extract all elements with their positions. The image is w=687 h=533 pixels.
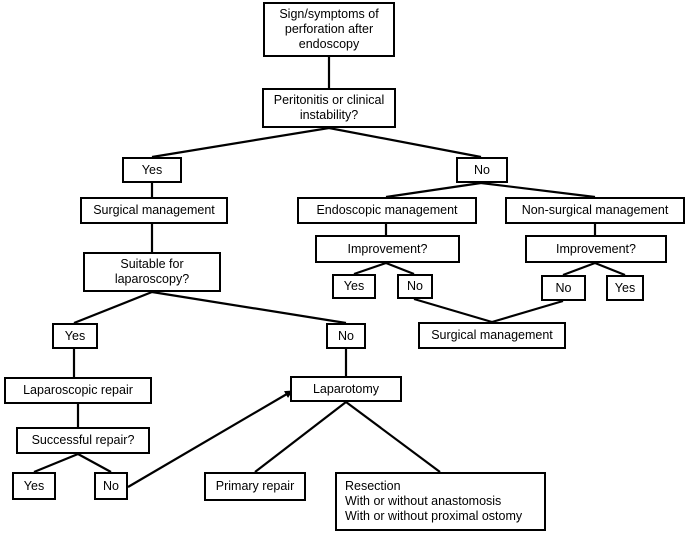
edge-no-to-endoscopic: [385, 181, 482, 199]
edge-no-success-to-laparotomy: [127, 390, 293, 488]
edge-peritonitis-to-yes: [151, 126, 330, 159]
node-primary-repair: Primary repair: [204, 472, 306, 501]
node-yes-non-surgical: Yes: [606, 275, 644, 301]
edge-no-endo-to-surgical-2: [413, 297, 493, 324]
node-successful-repair: Successful repair?: [16, 427, 150, 454]
edge-improvement-endo-to-yes: [353, 261, 387, 276]
edge-laparotomy-to-primary-repair: [254, 401, 347, 473]
edge-laparotomy-to-resection: [345, 401, 441, 473]
node-yes-laparoscopy: Yes: [52, 323, 98, 349]
edge-improvement-nonsurg-to-no: [562, 261, 596, 277]
edge-improvement-endo-to-no: [385, 261, 415, 276]
node-laparoscopic-repair: Laparoscopic repair: [4, 377, 152, 404]
edge-successful-to-yes: [33, 452, 79, 474]
node-improvement-non-surgical: Improvement?: [525, 235, 667, 263]
edge-suitable-to-yes: [73, 290, 153, 325]
node-non-surgical-management: Non-surgical management: [505, 197, 685, 224]
node-no-non-surgical: No: [541, 275, 586, 301]
node-peritonitis-question: Peritonitis or clinical instability?: [262, 88, 396, 128]
edge-no-to-nonsurgical: [480, 181, 596, 199]
node-no-successful: No: [94, 472, 128, 500]
node-surgical-management: Surgical management: [80, 197, 228, 224]
node-yes-successful: Yes: [12, 472, 56, 500]
node-start: Sign/symptoms of perforation after endos…: [263, 2, 395, 57]
edge-no-nonsurg-to-surgical-2: [491, 299, 564, 324]
edge-suitable-to-no: [151, 290, 347, 325]
node-yes-endoscopic: Yes: [332, 274, 376, 299]
node-laparotomy: Laparotomy: [290, 376, 402, 402]
edge-peritonitis-to-no: [328, 126, 482, 159]
node-endoscopic-management: Endoscopic management: [297, 197, 477, 224]
node-improvement-endoscopic: Improvement?: [315, 235, 460, 263]
node-resection: Resection With or without anastomosis Wi…: [335, 472, 546, 531]
node-surgical-management-2: Surgical management: [418, 322, 566, 349]
edge-improvement-nonsurg-to-yes: [594, 261, 626, 277]
node-no-laparoscopy: No: [326, 323, 366, 349]
edge-successful-to-no: [77, 453, 112, 473]
node-no-top: No: [456, 157, 508, 183]
node-no-endoscopic: No: [397, 274, 433, 299]
node-suitable-for-laparoscopy: Suitable for laparoscopy?: [83, 252, 221, 292]
node-yes-top: Yes: [122, 157, 182, 183]
